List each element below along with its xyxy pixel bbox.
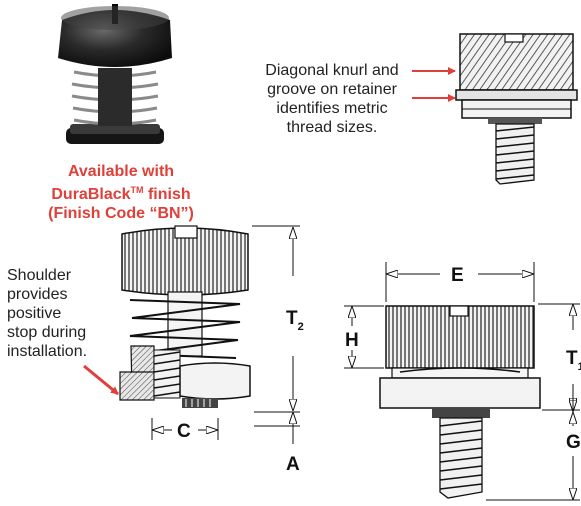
shoulder-callout-line: stop during	[7, 324, 87, 341]
dim-label-c: C	[177, 421, 191, 442]
dim-label-t1: T1	[566, 348, 581, 373]
cutaway-fastener-drawing	[83, 225, 251, 408]
knurl-callout: Diagonal knurl and groove on retainer id…	[251, 61, 413, 137]
knurl-callout-line: groove on retainer	[267, 81, 397, 98]
dim-label-h: H	[345, 330, 359, 351]
knurl-callout-line: Diagonal knurl and	[265, 62, 399, 79]
knurl-callout-line: identifies metric	[276, 100, 388, 117]
caption-line-3: (Finish Code “BN”)	[48, 205, 194, 222]
caption-line-1: Available with	[67, 163, 175, 180]
shoulder-callout: Shoulder provides positive stop during i…	[7, 266, 87, 361]
callout-arrow-shoulder	[83, 364, 119, 396]
shoulder-callout-line: positive	[7, 305, 62, 322]
durablack-caption: Available with DuraBlackTM finish (Finis…	[26, 162, 216, 223]
dim-label-a: A	[286, 454, 300, 475]
dimension-lines	[151, 225, 580, 501]
durablack-photo	[58, 4, 172, 144]
knurl-callout-line: thread sizes.	[286, 119, 378, 136]
shoulder-callout-line: provides	[7, 286, 68, 303]
dim-label-e: E	[451, 265, 464, 286]
shoulder-callout-line: Shoulder	[7, 267, 72, 284]
dim-label-t2: T2	[286, 308, 304, 333]
dim-label-g: G	[566, 432, 581, 453]
side-view-fastener-drawing	[379, 305, 541, 499]
caption-line-2: DuraBlackTM finish	[51, 185, 191, 203]
metric-fastener-drawing	[412, 33, 578, 185]
shoulder-callout-line: installation.	[7, 343, 88, 360]
